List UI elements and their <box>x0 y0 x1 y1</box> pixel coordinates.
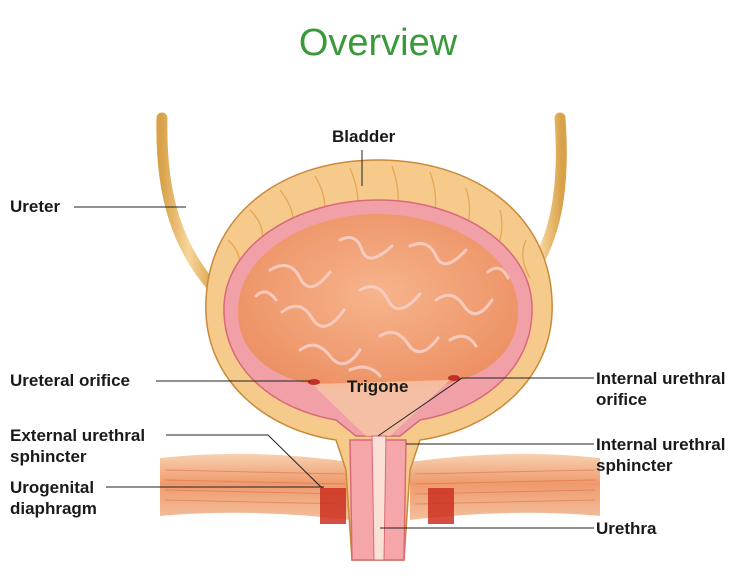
mucosal-folds <box>254 236 510 378</box>
external-urethral-sphincter-label-line2: sphincter <box>10 447 87 466</box>
leader-lines <box>74 150 594 529</box>
internal-urethral-orifice-label-line2: orifice <box>596 390 648 409</box>
external-sphincter-right <box>428 488 454 524</box>
bladder-label: Bladder <box>332 127 396 146</box>
internal-urethral-sphincter-label-line2: sphincter <box>596 456 673 475</box>
urethra-label: Urethra <box>596 519 657 538</box>
internal-urethral-sphincter-label-line1: Internal urethral <box>596 435 726 454</box>
page-title: Overview <box>298 22 458 64</box>
trigone-region <box>312 380 450 436</box>
internal-urethral-orifice-label-line1: Internal urethral <box>596 369 726 388</box>
bladder-mucosa <box>237 214 519 392</box>
ureteral-orifice-label: Ureteral orifice <box>10 371 130 390</box>
external-sphincter-left <box>320 488 346 524</box>
left-ureter <box>156 112 221 296</box>
left-ureteral-orifice <box>308 379 320 385</box>
external-urethral-sphincter-label-line1: External urethral <box>10 426 146 445</box>
urogenital-diaphragm-label-line2: diaphragm <box>10 499 97 518</box>
urethra-lumen <box>371 435 387 561</box>
right-ureteral-orifice <box>448 375 460 381</box>
urogenital-diaphragm-label-line1: Urogenital <box>10 478 95 497</box>
ureter-label: Ureter <box>10 197 61 216</box>
trigone-label: Trigone <box>347 377 409 396</box>
